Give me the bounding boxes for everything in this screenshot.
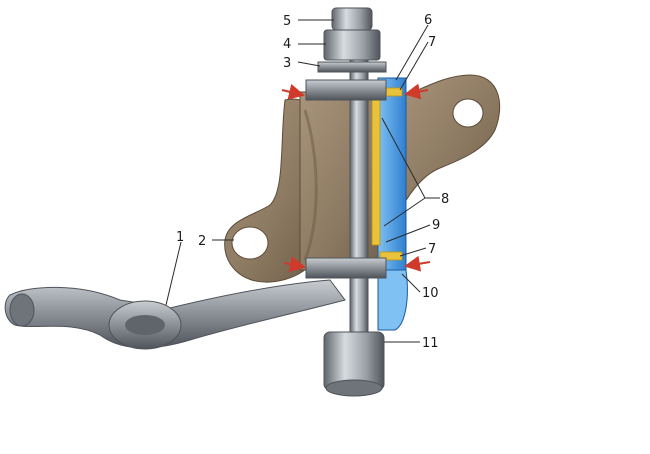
- leader-lines: [165, 19, 440, 343]
- upper-bearing: [305, 79, 387, 101]
- callout-2: 2: [198, 234, 206, 249]
- leader-3: [297, 61, 321, 67]
- callout-6: 6: [424, 13, 432, 28]
- callout-10: 10: [422, 286, 439, 301]
- leader-1: [165, 241, 182, 306]
- callout-labels: 5 4 3 6 7 8 9 7 10 11 1 2: [176, 13, 449, 351]
- king-pin: [305, 7, 387, 397]
- arrow-lower-left: [283, 256, 306, 273]
- arrow-lower-right: [404, 255, 431, 272]
- cap-nut: [331, 7, 373, 31]
- leader-7a: [399, 41, 429, 91]
- callout-7-upper: 7: [428, 35, 436, 50]
- callout-7-lower: 7: [428, 242, 436, 257]
- leader-9: [385, 224, 431, 243]
- leader-10: [401, 273, 421, 293]
- callout-1: 1: [176, 230, 184, 245]
- callout-3: 3: [283, 56, 291, 71]
- callout-11: 11: [422, 336, 439, 351]
- washer: [317, 61, 387, 73]
- leader-8b: [383, 197, 426, 227]
- callout-4: 4: [283, 37, 291, 52]
- steering-arm: [4, 279, 346, 350]
- leader-7b: [399, 247, 427, 257]
- callout-8: 8: [441, 192, 449, 207]
- leader-6: [395, 24, 429, 81]
- callout-9: 9: [432, 218, 440, 233]
- sectioned-bore: [371, 77, 408, 331]
- lubrication-arrows: [281, 83, 431, 273]
- arrow-upper-right: [404, 83, 429, 100]
- arrow-upper-left: [281, 83, 305, 100]
- callout-5: 5: [283, 14, 291, 29]
- lower-bearing: [305, 257, 387, 279]
- castle-nut: [323, 29, 381, 61]
